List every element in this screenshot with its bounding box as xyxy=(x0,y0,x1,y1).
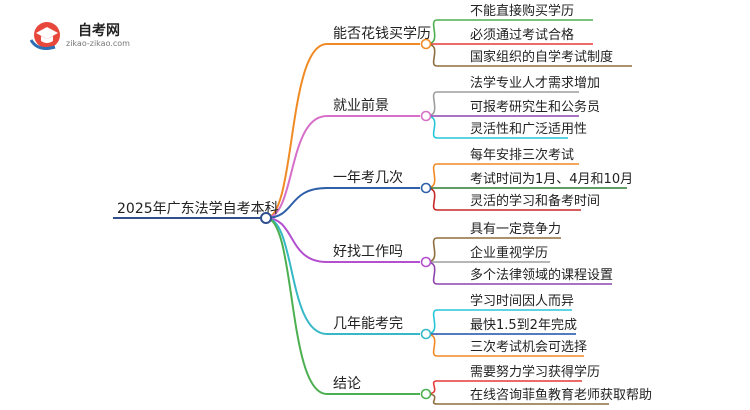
branch-toggle-node[interactable] xyxy=(420,110,432,122)
branch-label: 能否花钱买学历 xyxy=(333,26,431,42)
root-toggle-node[interactable] xyxy=(260,212,272,224)
branch-connector xyxy=(265,217,328,335)
root-node-label: 2025年广东法学自考本科 xyxy=(117,201,279,217)
branch-label: 几年能考完 xyxy=(333,316,403,332)
leaf-label: 具有一定竞争力 xyxy=(470,221,561,237)
logo-title: 自考网 xyxy=(78,22,120,39)
leaf-label: 学习时间因人而异 xyxy=(470,293,574,309)
branch-toggle-node[interactable] xyxy=(420,328,432,340)
branch-label: 好找工作吗 xyxy=(333,244,403,260)
branch-toggle-node[interactable] xyxy=(420,388,432,400)
leaf-label: 多个法律领域的课程设置 xyxy=(470,267,613,283)
leaf-label: 必须通过考试合格 xyxy=(470,27,574,43)
leaf-label: 考试时间为1月、4月和10月 xyxy=(470,172,633,187)
leaf-label: 可报考研究生和公务员 xyxy=(470,99,600,115)
branch-toggle-node[interactable] xyxy=(420,38,432,50)
logo-url: zikao-zikao.com xyxy=(66,39,130,48)
branch-connector xyxy=(265,217,328,395)
site-logo[interactable]: 自考网 zikao-zikao.com xyxy=(29,22,130,50)
branch-label: 就业前景 xyxy=(333,97,389,114)
leaf-label: 需要努力学习获得学历 xyxy=(470,364,600,380)
leaf-label: 三次考试机会可选择 xyxy=(470,339,587,355)
leaf-label: 每年安排三次考试 xyxy=(470,147,574,163)
branch-toggle-node[interactable] xyxy=(420,182,432,194)
branch-connector xyxy=(265,43,328,219)
branch-connector xyxy=(265,217,328,263)
mind-map-nodes: 2025年广东法学自考本科 能否花钱买学历 不能直接购买学历必须通过考试合格国家组织… xyxy=(117,3,652,403)
leaf-label: 在线咨询菲鱼教育老师获取帮助 xyxy=(470,387,652,403)
leaf-label: 灵活的学习和备考时间 xyxy=(470,193,600,209)
graduation-cap-icon xyxy=(29,22,60,50)
leaf-label: 企业重视学历 xyxy=(470,245,548,261)
branch-label: 结论 xyxy=(333,376,361,392)
branch-label: 一年考几次 xyxy=(333,170,403,186)
branch-connector xyxy=(265,115,328,219)
leaf-label: 法学专业人才需求增加 xyxy=(470,75,600,91)
leaf-label: 灵活性和广泛适用性 xyxy=(470,122,587,137)
branch-connector xyxy=(265,187,328,219)
leaf-label: 不能直接购买学历 xyxy=(470,3,574,19)
leaf-label: 国家组织的自学考试制度 xyxy=(470,49,613,65)
leaf-label: 最快1.5到2年完成 xyxy=(470,318,577,333)
branch-toggle-node[interactable] xyxy=(420,256,432,268)
